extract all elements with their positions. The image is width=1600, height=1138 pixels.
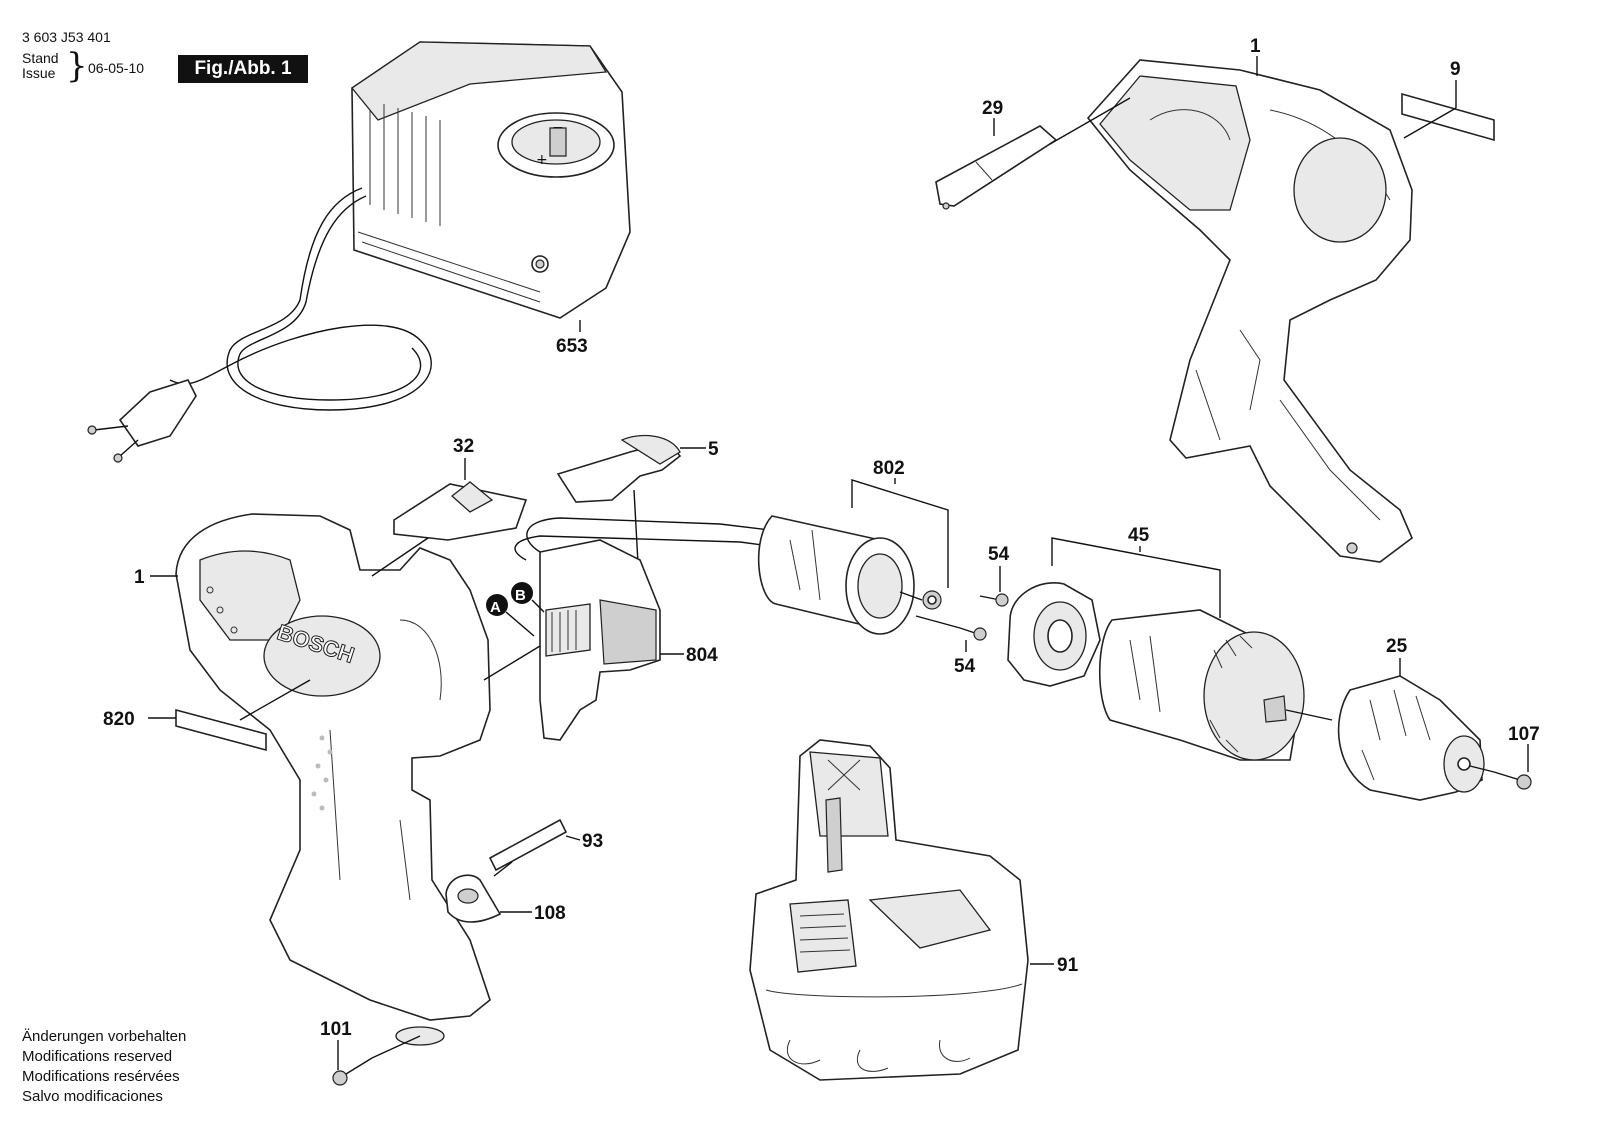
marker-b: B bbox=[511, 582, 533, 604]
bit-illustration bbox=[488, 818, 568, 872]
note-spanish: Salvo modificaciones bbox=[22, 1088, 163, 1105]
charger-minus-mark: − bbox=[552, 120, 564, 136]
label-32: 32 bbox=[453, 436, 474, 457]
bit-holder-illustration bbox=[445, 874, 502, 923]
label-653: 653 bbox=[556, 336, 588, 357]
label-101: 101 bbox=[320, 1019, 352, 1040]
gearbox-illustration bbox=[1007, 582, 1333, 761]
note-french: Modifications resérvées bbox=[22, 1068, 180, 1085]
label-plate-illustration bbox=[1401, 92, 1495, 142]
issue-label: Issue bbox=[22, 65, 56, 81]
label-29: 29 bbox=[982, 98, 1003, 119]
note-german: Änderungen vorbehalten bbox=[22, 1028, 187, 1045]
battery-illustration bbox=[749, 739, 1029, 1081]
label-804: 804 bbox=[686, 645, 718, 666]
label-54-upper: 54 bbox=[988, 544, 1010, 565]
label-1-left: 1 bbox=[134, 567, 145, 588]
screw-upper-illustration bbox=[979, 593, 1009, 607]
label-91: 91 bbox=[1057, 955, 1079, 976]
housing-left-illustration: BOSCH bbox=[175, 513, 491, 1046]
screw-lower-illustration bbox=[959, 627, 987, 641]
label-5: 5 bbox=[708, 439, 719, 460]
switch-cover-illustration bbox=[393, 481, 528, 541]
motor-illustration bbox=[757, 515, 942, 635]
svg-text:B: B bbox=[515, 587, 526, 604]
label-45: 45 bbox=[1128, 525, 1150, 546]
svg-text:A: A bbox=[490, 599, 501, 616]
label-25: 25 bbox=[1386, 636, 1408, 657]
housing-screw-illustration bbox=[332, 1057, 373, 1086]
label-107: 107 bbox=[1508, 724, 1540, 745]
brace-icon: } bbox=[66, 46, 88, 86]
label-108: 108 bbox=[534, 903, 566, 924]
stand-label: Stand bbox=[22, 50, 59, 66]
modification-notes: Änderungen vorbehalten Modifications res… bbox=[22, 1027, 186, 1107]
label-54-lower: 54 bbox=[954, 656, 976, 677]
label-9: 9 bbox=[1450, 59, 1461, 80]
trigger-illustration bbox=[556, 434, 682, 503]
clip-illustration bbox=[935, 125, 1058, 210]
label-820: 820 bbox=[103, 709, 135, 730]
charger-illustration bbox=[87, 41, 631, 463]
marker-a: A bbox=[486, 594, 508, 616]
switch-illustration bbox=[514, 517, 771, 741]
label-802: 802 bbox=[873, 458, 905, 479]
type-plate-illustration bbox=[175, 708, 267, 752]
label-1-upper: 1 bbox=[1250, 36, 1261, 57]
charger-plus-mark: + bbox=[536, 152, 548, 168]
chuck-illustration bbox=[1337, 675, 1485, 801]
label-93: 93 bbox=[582, 831, 603, 852]
note-english: Modifications reserved bbox=[22, 1048, 173, 1065]
issue-date: 06-05-10 bbox=[88, 60, 145, 76]
figure-label: Fig./Abb. 1 bbox=[178, 55, 308, 83]
housing-right-illustration bbox=[1086, 59, 1413, 563]
document-number: 3 603 J53 401 bbox=[22, 29, 111, 45]
chuck-screw-illustration bbox=[1493, 771, 1532, 790]
